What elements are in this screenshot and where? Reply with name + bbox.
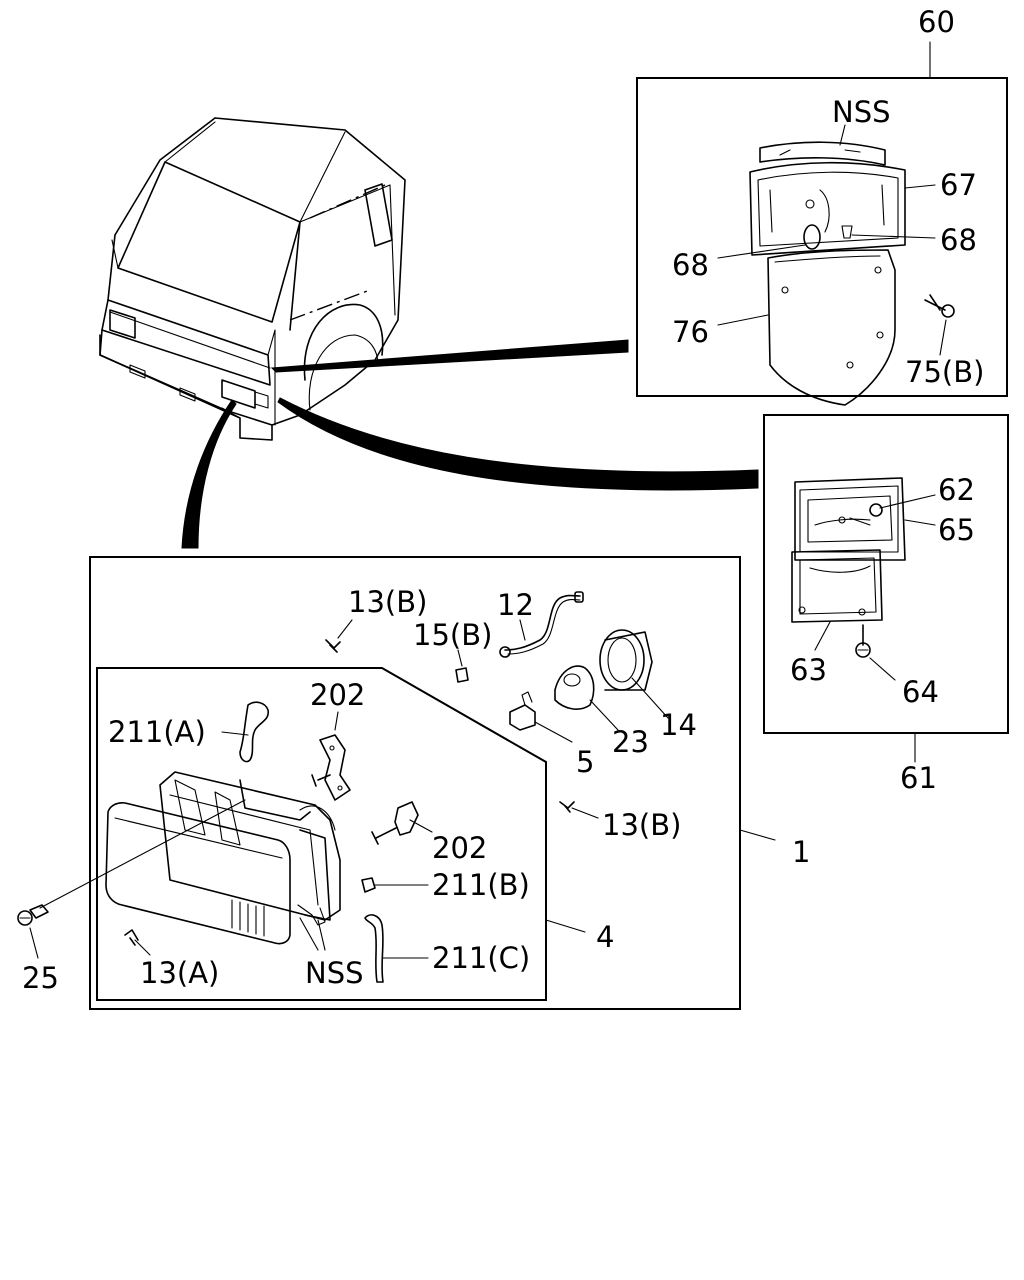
callout-5: 5: [576, 745, 594, 779]
headlamp-unit: [105, 701, 419, 983]
callout-13b-top: 13(B): [348, 585, 427, 619]
callout-64: 64: [902, 675, 939, 709]
callout-211b: 211(B): [432, 868, 530, 902]
callout-13b-mid: 13(B): [602, 808, 681, 842]
truck-cab-illustration: [99, 117, 406, 441]
callout-nss-bottom: NSS: [305, 956, 364, 990]
callout-202-mid: 202: [432, 831, 487, 865]
callout-61: 61: [900, 761, 937, 795]
callout-13a: 13(A): [140, 956, 219, 990]
callout-67: 67: [940, 168, 977, 202]
callout-4: 4: [596, 920, 614, 954]
callout-68-left: 68: [672, 248, 709, 282]
callout-211c: 211(C): [432, 941, 530, 975]
callout-14: 14: [660, 708, 697, 742]
callout-60: 60: [918, 5, 955, 39]
lamp-assembly-61: [791, 477, 906, 658]
callout-1: 1: [792, 835, 810, 869]
leader-wedge-headlamp: [181, 399, 237, 549]
callout-76: 76: [672, 315, 709, 349]
callout-nss-top: NSS: [832, 95, 891, 129]
group-1-frame: [89, 556, 741, 1010]
group-61-frame: [763, 414, 1009, 734]
group-60-frame: [636, 77, 1008, 397]
callout-202-top: 202: [310, 678, 365, 712]
callout-23: 23: [612, 725, 649, 759]
callout-25: 25: [22, 961, 59, 995]
leader-wedge-clearance: [277, 397, 759, 491]
callout-211a: 211(A): [108, 715, 206, 749]
lamp-assembly-60: [749, 141, 955, 406]
screw-25: [17, 799, 246, 926]
callout-68-right: 68: [940, 223, 977, 257]
callout-65: 65: [938, 513, 975, 547]
callout-62: 62: [938, 473, 975, 507]
callout-75b: 75(B): [905, 355, 984, 389]
group-4-frame: [96, 667, 547, 1001]
leader-wedge-rear-combination: [270, 339, 629, 373]
callout-12: 12: [497, 588, 534, 622]
callout-63: 63: [790, 653, 827, 687]
headlamp-service-parts: [325, 591, 653, 813]
callout-15b: 15(B): [413, 618, 492, 652]
